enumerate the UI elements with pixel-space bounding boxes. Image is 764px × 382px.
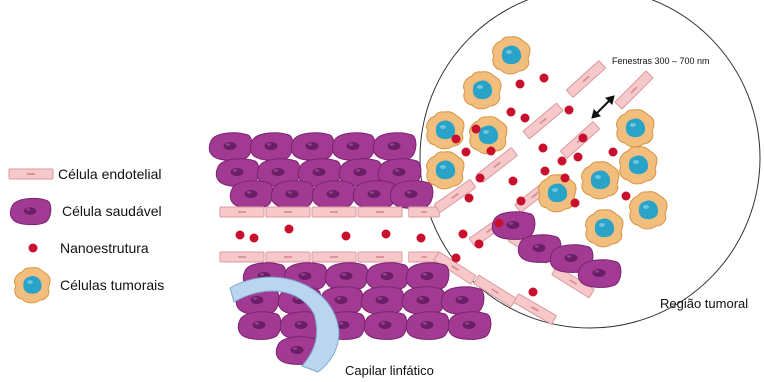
tumor-cell-icon (14, 268, 50, 303)
lymphatic-capillary-label: Capilar linfático (345, 363, 434, 378)
legend-tumor-label: Células tumorais (60, 277, 164, 293)
legend-nano-label: Nanoestrutura (60, 240, 149, 256)
healthy-tissue-upper (209, 133, 433, 209)
nanostructure-icon (29, 244, 38, 253)
endothelial-cell-icon (9, 169, 53, 179)
legend-healthy-label: Célula saudável (62, 203, 162, 219)
legend-endothelial-label: Célula endotelial (58, 166, 162, 182)
vessel-wall-lower (220, 252, 439, 262)
fenestras-label: Fenestras 300 – 700 nm (612, 56, 710, 66)
tumor-region-label: Região tumoral (660, 296, 748, 311)
healthy-cell-icon (10, 198, 51, 224)
double-arrow-icon (592, 96, 614, 118)
tumor-cells (427, 37, 667, 247)
